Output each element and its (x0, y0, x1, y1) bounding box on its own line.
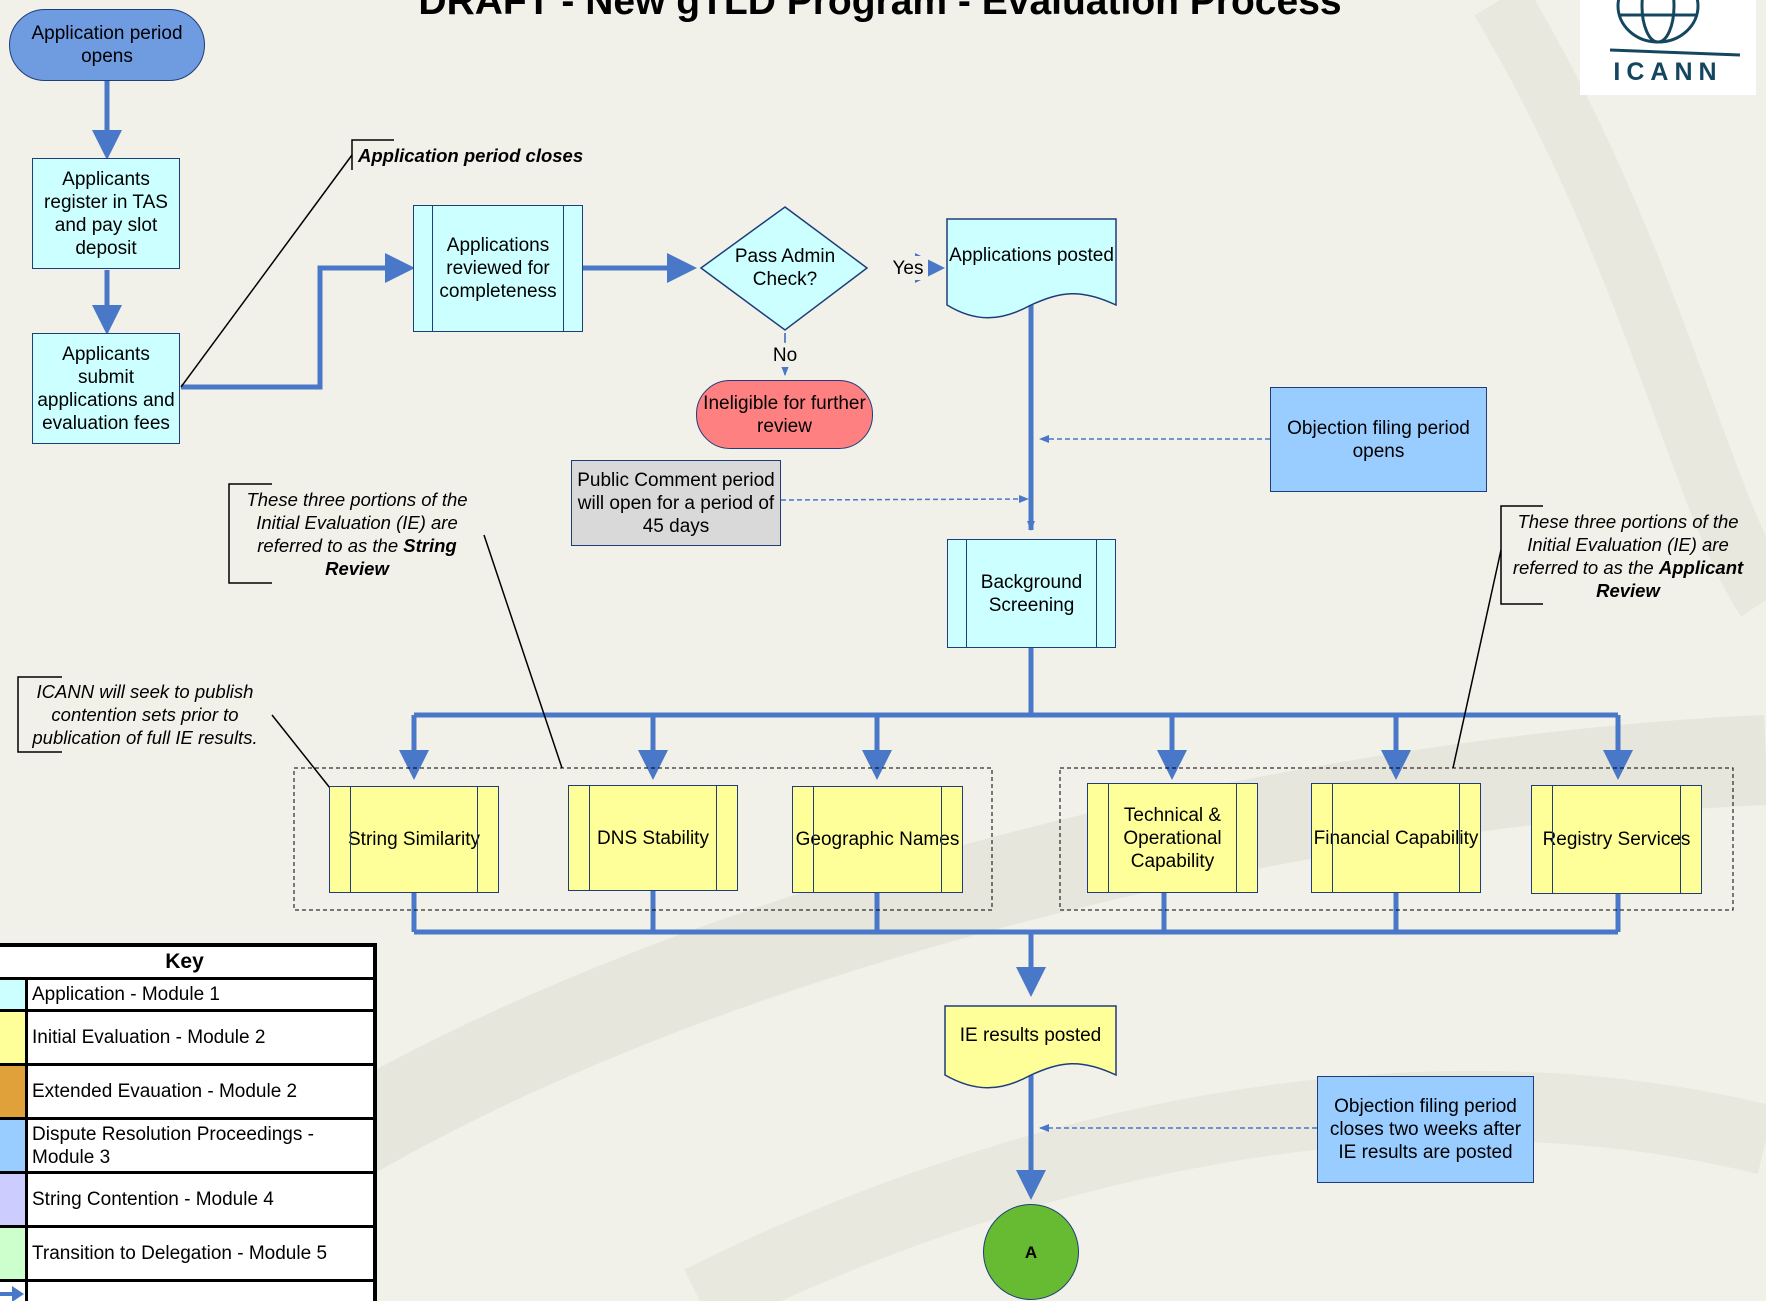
legend-label: Application - Module 1 (32, 984, 220, 1005)
yes-label: Yes (888, 256, 928, 280)
legend-row-extended-evaluation: Extended Evauation - Module 2 (0, 1066, 373, 1120)
ineligible-label: Ineligible for further review (703, 392, 866, 437)
applicant-review-note-text: These three portions of the Initial Eval… (1512, 511, 1739, 578)
legend-row-contention: String Contention - Module 4 (0, 1174, 373, 1228)
legend-swatch (0, 1012, 28, 1063)
legend-swatch (0, 1120, 28, 1171)
logo-text: ICANN (1613, 58, 1723, 86)
legend-row-transition: Transition to Delegation - Module 5 (0, 1228, 373, 1282)
ie-results-label: IE results posted (959, 1024, 1102, 1046)
financial-capability-label: Financial Capability (1313, 827, 1479, 849)
legend-row-arrow (0, 1282, 373, 1301)
background-screening-label: Background Screening (980, 571, 1083, 616)
register-label: Applicants register in TAS and pay slot … (44, 168, 168, 259)
reviewed-label: Applications reviewed for completeness (439, 235, 557, 302)
applicant-review-note: These three portions of the Initial Eval… (1508, 510, 1748, 602)
legend-row-application: Application - Module 1 (0, 980, 373, 1012)
reviewed-box: Applications reviewed for completeness (413, 205, 583, 332)
posted-label: Applications posted (949, 244, 1114, 266)
start-terminator: Application period opens (9, 9, 205, 81)
background-screening-box: Background Screening (947, 539, 1116, 648)
contention-note: ICANN will seek to publish contention se… (32, 681, 258, 748)
legend-label: Extended Evauation - Module 2 (32, 1081, 298, 1102)
string-review-note-text: These three portions of the Initial Eval… (246, 489, 468, 556)
technical-operational-label: Technical & Operational Capability (1123, 804, 1222, 872)
applications-posted-shape (946, 218, 1117, 319)
objection-opens-label: Objection filing period opens (1287, 417, 1470, 462)
legend-swatch (0, 1228, 28, 1279)
legend-arrow-icon (0, 1282, 28, 1301)
geographic-names-label: Geographic Names (795, 829, 960, 850)
connector-a-label: A (1024, 1242, 1038, 1262)
string-similarity-box: String Similarity (329, 786, 499, 893)
legend-label: String Contention - Module 4 (32, 1189, 274, 1210)
period-closes-note: Application period closes (358, 145, 584, 166)
dns-stability-label: DNS Stability (597, 827, 709, 849)
legend-label: Initial Evaluation - Module 2 (32, 1027, 266, 1048)
string-similarity-label: String Similarity (348, 829, 480, 850)
registry-services-box: Registry Services (1531, 785, 1702, 894)
globe-icon (1609, 0, 1741, 57)
geographic-names-box: Geographic Names (792, 786, 963, 893)
string-review-note-bold: String Review (325, 535, 457, 579)
connector-a: A (983, 1204, 1079, 1300)
page-title: DRAFT - New gTLD Program - Evaluation Pr… (418, 0, 1342, 23)
ineligible-terminator: Ineligible for further review (696, 380, 873, 449)
legend-swatch (0, 1066, 28, 1117)
admin-check-label: Pass Admin Check? (734, 246, 836, 290)
string-review-note: These three portions of the Initial Eval… (236, 488, 478, 580)
financial-capability-box: Financial Capability (1311, 783, 1481, 893)
public-comment-label: Public Comment period will open for a pe… (577, 469, 775, 537)
public-comment-box: Public Comment period will open for a pe… (571, 460, 781, 546)
applicant-review-note-bold: Applicant Review (1596, 557, 1744, 601)
legend-key: Key Application - Module 1 Initial Evalu… (0, 943, 377, 1301)
submit-box: Applicants submit applications and evalu… (32, 333, 180, 444)
legend-label: Transition to Delegation - Module 5 (32, 1243, 328, 1264)
objection-closes-box: Objection filing period closes two weeks… (1317, 1076, 1534, 1183)
register-box: Applicants register in TAS and pay slot … (32, 158, 180, 269)
technical-operational-box: Technical & Operational Capability (1087, 783, 1258, 893)
legend-title: Key (0, 947, 373, 980)
legend-label (28, 1282, 32, 1301)
submit-label: Applicants submit applications and evalu… (37, 343, 175, 434)
legend-swatch (0, 1174, 28, 1225)
admin-check-diamond (699, 206, 869, 331)
objection-closes-label: Objection filing period closes two weeks… (1329, 1096, 1522, 1163)
objection-opens-box: Objection filing period opens (1270, 387, 1487, 492)
no-label: No (768, 343, 802, 367)
legend-row-dispute: Dispute Resolution Proceedings - Module … (0, 1120, 373, 1174)
dns-stability-box: DNS Stability (568, 785, 738, 891)
registry-services-label: Registry Services (1542, 829, 1691, 850)
ie-results-posted-shape (944, 1005, 1117, 1089)
legend-row-initial-evaluation: Initial Evaluation - Module 2 (0, 1012, 373, 1066)
legend-label: Dispute Resolution Proceedings - Module … (32, 1123, 314, 1168)
legend-swatch (0, 980, 28, 1009)
icann-logo: ICANN (1580, 0, 1756, 95)
start-label: Application period opens (31, 23, 183, 67)
